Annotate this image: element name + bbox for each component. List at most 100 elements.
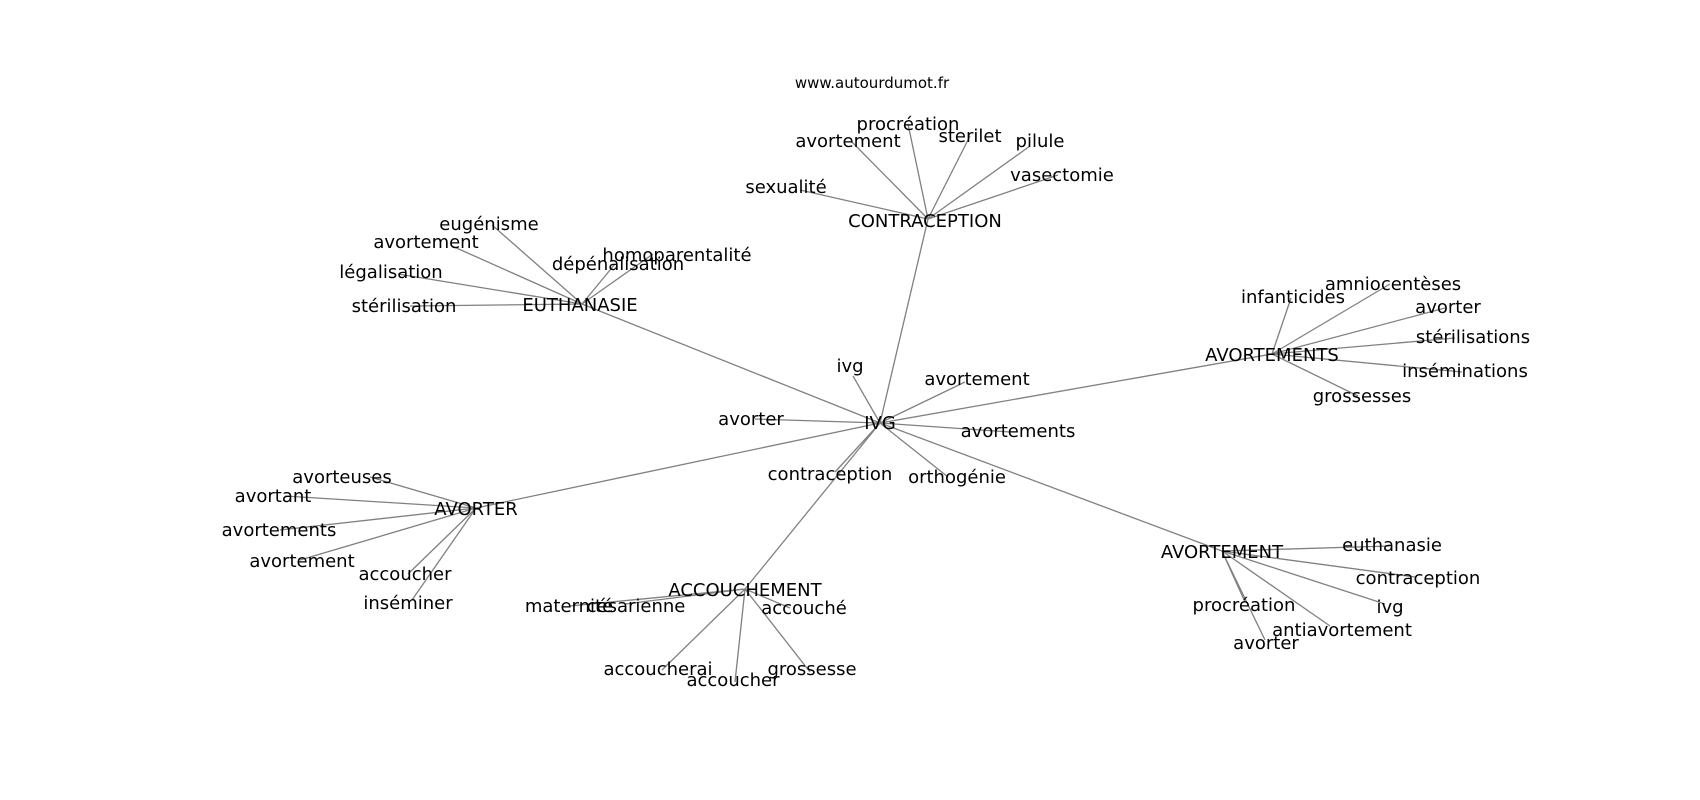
- word-label: césarienne: [587, 596, 686, 617]
- edge-avortements-amniocenteses: [1271, 283, 1391, 355]
- word-label: avorter: [1415, 297, 1481, 318]
- edge-ivg-ivg: [852, 375, 881, 424]
- edge-euthanasie-homoparentalite: [581, 253, 654, 305]
- word-label: sterilet: [938, 126, 1001, 147]
- edge-avorter-inseminer: [411, 507, 477, 601]
- center-node-label: IVG: [864, 413, 896, 434]
- edge-avortement-contraception: [1221, 550, 1416, 578]
- edge-ivg-avortement: [879, 422, 1223, 552]
- word-label: ivg: [1376, 597, 1403, 618]
- edge-avortements-inseminations: [1271, 353, 1463, 373]
- word-label: accoucher: [686, 670, 780, 691]
- edge-avortements-grossesses: [1271, 353, 1359, 397]
- edge-accouchement-cesarienne: [624, 588, 746, 605]
- word-label: contraception: [768, 464, 893, 485]
- hub-label-accouchement: ACCOUCHEMENT: [668, 580, 822, 601]
- edge-accouchement-grossesse: [744, 588, 811, 673]
- word-label: avortements: [961, 421, 1076, 442]
- word-label: avortant: [235, 486, 312, 507]
- edge-ivg-avortement-word: [879, 381, 966, 424]
- edge-ivg-avortements: [879, 353, 1273, 424]
- edge-ivg-orthogenie: [879, 422, 949, 478]
- edge-ivg-avorter: [475, 422, 881, 509]
- edge-accouchement-accoucher: [734, 588, 746, 683]
- graph-labels: www.autourdumot.fr IVG CONTRACEPTION EUT…: [222, 74, 1530, 691]
- word-label: inséminer: [363, 593, 453, 614]
- site-url: www.autourdumot.fr: [795, 74, 950, 92]
- hub-label-contraception: CONTRACEPTION: [848, 211, 1002, 232]
- edge-euthanasie-sterilisation: [409, 303, 583, 307]
- word-label: grossesse: [767, 659, 856, 680]
- edge-avortement-euthanasie: [1221, 545, 1391, 552]
- edge-contraception-procreation: [907, 123, 929, 220]
- edge-avortement-ivg: [1221, 550, 1386, 605]
- hub-label-euthanasie: EUTHANASIE: [522, 295, 637, 316]
- edge-avortement-antiavortement: [1221, 550, 1331, 627]
- edge-contraception-sexualite: [799, 189, 929, 220]
- edge-avorter-avortant: [284, 495, 477, 509]
- edge-avorter-accoucher: [407, 507, 477, 575]
- edge-euthanasie-legalisation: [397, 273, 583, 305]
- edge-ivg-avortements-word: [879, 422, 1011, 433]
- edge-contraception-pilule: [927, 145, 1031, 220]
- word-label: contraception: [1356, 568, 1481, 589]
- word-label: inséminations: [1402, 361, 1528, 382]
- edge-ivg-euthanasie: [581, 303, 881, 424]
- edge-ivg-contraception: [879, 218, 929, 424]
- word-label: stérilisation: [352, 296, 457, 317]
- word-label: maternité: [525, 596, 613, 617]
- edge-ivg-accouchement: [744, 422, 881, 590]
- hub-label-avortement: AVORTEMENT: [1161, 542, 1284, 563]
- edge-avorter-avortement: [299, 507, 477, 561]
- word-label: accouché: [761, 598, 847, 619]
- word-label: accoucherai: [603, 659, 712, 680]
- word-label: vasectomie: [1010, 165, 1114, 186]
- word-label: avortement: [795, 131, 900, 152]
- word-label: grossesses: [1313, 386, 1411, 407]
- word-label: dépénalisation: [552, 254, 684, 275]
- edge-accouchement-accouche: [744, 588, 791, 609]
- word-label: avortement: [249, 551, 354, 572]
- word-label: légalisation: [339, 262, 442, 283]
- edge-ivg-contraception-word: [834, 422, 881, 473]
- word-label: stérilisations: [1416, 327, 1530, 348]
- edge-euthanasie-depenalisation: [581, 263, 616, 305]
- word-label: accoucher: [358, 564, 452, 585]
- edge-avorter-avorteuses: [369, 476, 477, 509]
- edge-avorter-avortements: [279, 507, 477, 531]
- word-label: ivg: [836, 356, 863, 377]
- word-label: amniocentèses: [1325, 274, 1461, 295]
- edge-contraception-sterilet: [927, 135, 971, 220]
- word-label: pilule: [1016, 131, 1065, 152]
- graph-edges: [279, 123, 1463, 683]
- hub-label-avortements: AVORTEMENTS: [1205, 345, 1339, 366]
- edge-contraception-vasectomie: [927, 174, 1059, 220]
- word-label: procréation: [1193, 595, 1296, 616]
- edge-accouchement-accoucherai: [661, 588, 746, 671]
- edge-ivg-avorter-word: [754, 418, 881, 424]
- word-label: avorter: [718, 409, 784, 430]
- edge-euthanasie-eugenisme: [491, 224, 583, 305]
- word-label: procréation: [857, 114, 960, 135]
- word-label: sexualité: [745, 177, 826, 198]
- word-label: avortement: [924, 369, 1029, 390]
- word-label: antiavortement: [1272, 620, 1412, 641]
- word-label: orthogénie: [908, 467, 1006, 488]
- edge-contraception-avortement: [851, 141, 929, 220]
- word-label: avorteuses: [292, 467, 391, 488]
- hub-label-avorter: AVORTER: [434, 499, 517, 520]
- edge-accouchement-maternite: [569, 588, 746, 607]
- edge-avortements-avorter: [1271, 307, 1446, 355]
- word-label: avortement: [373, 232, 478, 253]
- word-label: euthanasie: [1342, 535, 1442, 556]
- edge-avortements-sterilisations: [1271, 337, 1456, 355]
- word-label: avorter: [1233, 633, 1299, 654]
- word-label: homoparentalité: [602, 245, 751, 266]
- edge-avortements-infanticides: [1271, 297, 1292, 355]
- edge-euthanasie-avortement: [451, 245, 583, 305]
- edge-avortement-avorter: [1221, 550, 1266, 641]
- word-label: infanticides: [1241, 287, 1345, 308]
- word-label: avortements: [222, 520, 337, 541]
- word-label: eugénisme: [439, 214, 538, 235]
